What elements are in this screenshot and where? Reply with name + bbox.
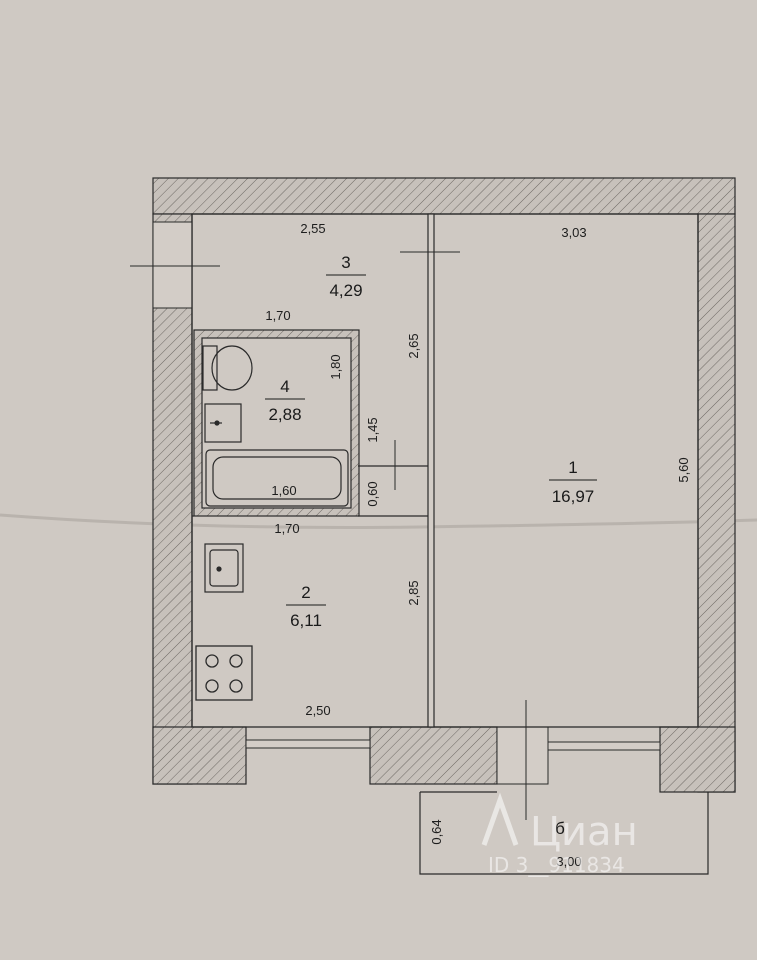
dim-balcony-width: 3,00 <box>556 854 581 869</box>
dim-balcony-depth: 0,64 <box>429 819 444 844</box>
room-2-area: 6,11 <box>290 611 322 630</box>
watermark-id: ID 3__911834 <box>488 853 625 877</box>
dimension-labels: 2,55 3,03 1,70 2,65 1,80 1,45 0,60 1,60 … <box>265 221 691 869</box>
partitions <box>192 213 435 728</box>
dim-room1-right: 5,60 <box>676 457 691 482</box>
paper-fold <box>0 513 757 529</box>
toilet-icon <box>202 345 253 391</box>
dim-room3-right: 2,65 <box>406 333 421 358</box>
outer-walls <box>152 177 736 793</box>
dim-bath-door: 1,45 <box>365 417 380 442</box>
balcony-label: б <box>555 819 565 838</box>
dim-kitchen-right: 2,85 <box>406 580 421 605</box>
dim-room3-top: 2,55 <box>300 221 325 236</box>
room-labels: 3 4,29 4 2,88 1 16,97 2 6,11 б <box>265 253 597 838</box>
cian-watermark: Циан ID 3__911834 <box>481 792 638 877</box>
room-3-area: 4,29 <box>329 281 362 300</box>
dim-room3-bottom: 1,70 <box>265 308 290 323</box>
cian-logo-icon <box>481 792 519 846</box>
stove-icon <box>195 645 253 701</box>
room-3-number: 3 <box>341 253 350 272</box>
dim-bath-gap: 0,60 <box>365 481 380 506</box>
room-1-number: 1 <box>568 458 577 477</box>
washbasin-icon <box>204 403 242 443</box>
dim-kitchen-bottom: 2,50 <box>305 703 330 718</box>
room-4-area: 2,88 <box>268 405 301 424</box>
room-1-area: 16,97 <box>552 487 595 506</box>
dim-tub: 1,60 <box>271 483 296 498</box>
room-outlines <box>191 213 699 728</box>
windows <box>152 221 661 785</box>
dim-room1-top: 3,03 <box>561 225 586 240</box>
bathtub-icon <box>205 449 349 507</box>
dim-bath-right: 1,80 <box>328 354 343 379</box>
kitchen-sink-icon <box>204 543 244 593</box>
room-4-number: 4 <box>280 377 289 396</box>
watermark-brand: Циан <box>530 809 638 855</box>
tick-marks <box>130 251 527 820</box>
balcony <box>419 791 709 875</box>
room-2-number: 2 <box>301 583 310 602</box>
dim-kitchen-top: 1,70 <box>274 521 299 536</box>
